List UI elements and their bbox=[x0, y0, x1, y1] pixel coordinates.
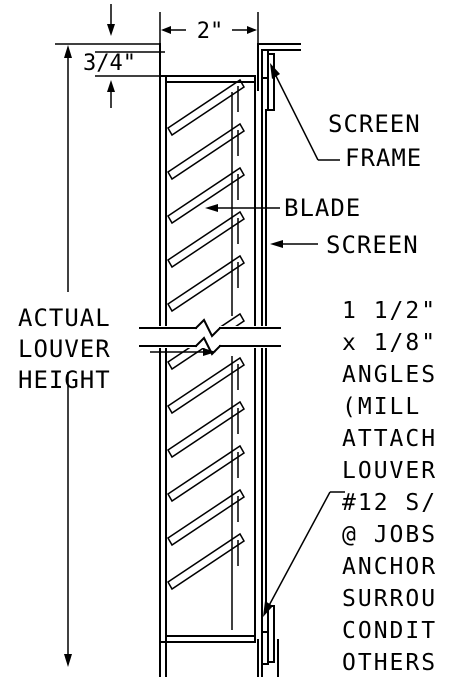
note-line: LOUVER bbox=[342, 458, 437, 484]
note-line: ATTACH bbox=[342, 426, 437, 452]
note-line: 1 1/2" bbox=[342, 298, 437, 324]
offset-dimension: 3/4" bbox=[83, 4, 165, 108]
depth-dimension-text: 2" bbox=[197, 19, 224, 44]
louver-blades bbox=[167, 78, 245, 591]
note-line: ANGLES bbox=[342, 362, 437, 388]
height-label-line2: LOUVER bbox=[18, 335, 111, 363]
note-line: @ JOBS bbox=[342, 522, 437, 548]
screen-frame-label-line1: SCREEN bbox=[328, 110, 421, 138]
offset-dimension-text: 3/4" bbox=[83, 51, 136, 76]
break-line bbox=[139, 318, 281, 356]
screen-label: SCREEN bbox=[326, 231, 419, 259]
leader-lines bbox=[150, 63, 345, 617]
note-line: ANCHOR bbox=[342, 554, 437, 580]
blade-label: BLADE bbox=[284, 194, 361, 222]
height-label-line1: ACTUAL bbox=[18, 304, 111, 332]
note-line: x 1/8" bbox=[342, 330, 437, 356]
screen-assembly bbox=[257, 43, 301, 677]
depth-dimension: 2" bbox=[159, 12, 259, 70]
note-block: 1 1/2" x 1/8" ANGLES (MILL ATTACH LOUVER… bbox=[342, 298, 437, 676]
note-line: OTHERS bbox=[342, 650, 437, 676]
note-line: #12 S/ bbox=[342, 490, 437, 516]
note-line: SURROU bbox=[342, 586, 437, 612]
note-line: CONDIT bbox=[342, 618, 437, 644]
louver-frame bbox=[159, 43, 256, 677]
screen-frame-label-line2: FRAME bbox=[345, 144, 422, 172]
height-dimension-line bbox=[55, 43, 160, 667]
height-label-line3: HEIGHT bbox=[18, 366, 111, 394]
note-line: (MILL bbox=[342, 394, 421, 420]
